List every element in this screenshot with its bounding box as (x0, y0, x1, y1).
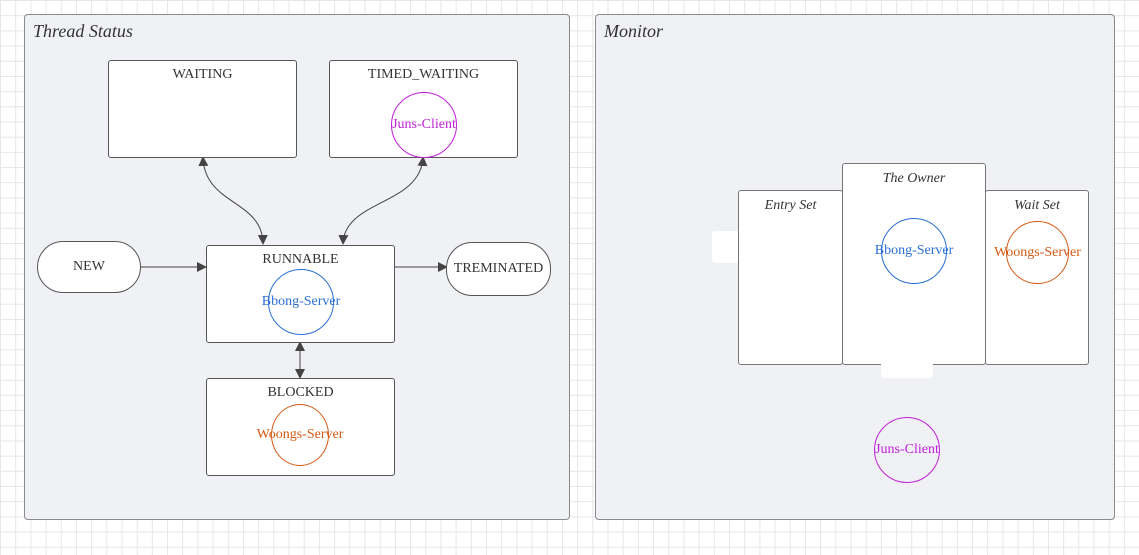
wait-thread-woongs-server: Woongs-Server (994, 221, 1081, 284)
entry-tab (712, 231, 742, 263)
state-blocked-label: BLOCKED (267, 385, 334, 400)
state-new: NEW (37, 241, 141, 293)
state-waiting: WAITING (108, 60, 297, 158)
state-runnable-label: RUNNABLE (262, 252, 339, 267)
state-timed-waiting-label: TIMED_WAITING (367, 67, 480, 82)
state-runnable: RUNNABLE Bbong-Server (206, 245, 395, 343)
wait-set: Wait Set Woongs-Server (985, 190, 1089, 365)
thread-juns-client: Juns-Client (391, 92, 457, 158)
owner-thread-bbong-server: Bbong-Server (875, 218, 953, 284)
thread-bbong-server: Bbong-Server (262, 269, 340, 335)
monitor-thread-juns-client: Juns-Client (874, 417, 940, 483)
state-timed-waiting: TIMED_WAITING Juns-Client (329, 60, 518, 158)
state-blocked: BLOCKED Woongs-Server (206, 378, 395, 476)
monitor-title: Monitor (604, 21, 664, 41)
owner-exit-tab (881, 361, 933, 378)
state-terminated: TREMINATED (446, 242, 551, 296)
owner-label: The Owner (882, 171, 946, 186)
wait-set-label: Wait Set (1014, 198, 1060, 213)
entry-set: Entry Set (738, 190, 843, 365)
thread-status-title: Thread Status (33, 21, 133, 41)
thread-woongs-server: Woongs-Server (257, 404, 343, 466)
entry-set-label: Entry Set (764, 198, 817, 213)
owner-box: The Owner Bbong-Server (842, 163, 986, 365)
state-waiting-label: WAITING (172, 67, 233, 82)
